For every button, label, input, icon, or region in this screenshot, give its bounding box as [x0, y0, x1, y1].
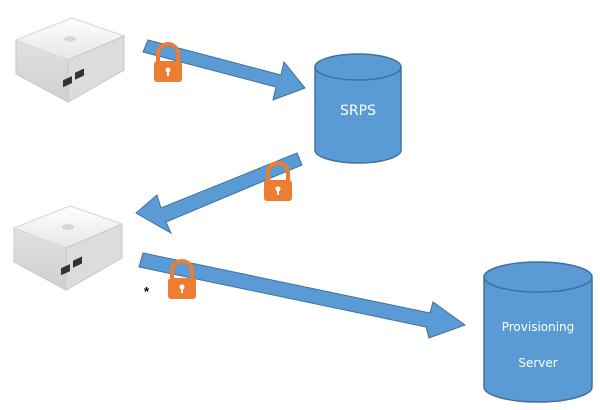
srps-database: SRPS [314, 53, 402, 164]
footnote-asterisk: * [144, 284, 150, 299]
provisioning-server-database: Provisioning Server [483, 261, 593, 403]
srps-label: SRPS [340, 103, 376, 119]
base-station-device-top [14, 17, 126, 103]
lock-icon [168, 259, 196, 299]
lock-icon [264, 161, 292, 201]
lock-icon [154, 42, 182, 82]
base-station-device-bottom [12, 205, 124, 291]
provisioning-label-line2: Server [518, 356, 557, 370]
provisioning-label-line1: Provisioning [502, 320, 575, 334]
arrow-srps-to-device [135, 152, 303, 235]
arrow-device-to-provisioning [138, 252, 467, 339]
arrow-device-to-srps [142, 39, 306, 101]
